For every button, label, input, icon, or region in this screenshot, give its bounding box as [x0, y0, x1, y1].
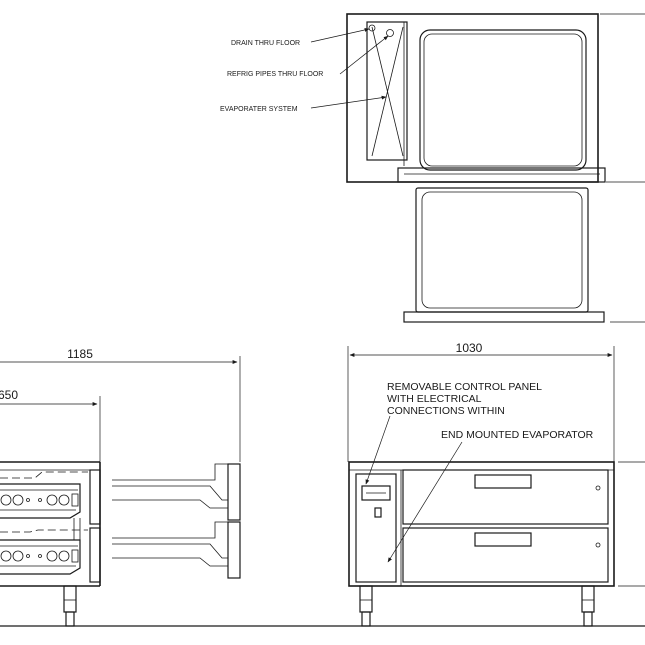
front-view: 1030 REMOVABLE CONTROL PANEL WITH ELECTR… [347, 341, 645, 627]
label-control-panel-line2: WITH ELECTRICAL [387, 393, 482, 405]
side-basket-bottom [0, 539, 81, 575]
label-refrig-pipes: REFRIG PIPES THRU FLOOR [227, 71, 323, 78]
label-drain-thru-floor: DRAIN THRU FLOOR [231, 40, 300, 47]
plan-interior-opening [419, 29, 587, 171]
label-evaporater-system: EVAPORATER SYSTEM [220, 106, 298, 113]
plan-extended-drawer [415, 187, 589, 313]
label-control-panel-line1: REMOVABLE CONTROL PANEL [387, 381, 542, 393]
control-display-icon [361, 485, 391, 501]
front-legs [359, 585, 595, 627]
control-switch-icon [374, 507, 382, 518]
plan-front-ledge [397, 167, 606, 183]
front-cabinet [348, 461, 615, 587]
plan-cabinet-outline [346, 13, 599, 183]
front-drawer-bottom [402, 527, 609, 583]
drawer-bottom-lock-icon [595, 542, 601, 548]
plan-depth-dimension: 650 [642, 86, 645, 106]
side-extended-drawers [112, 463, 241, 579]
plan-evaporator-box [366, 21, 408, 161]
side-basket-top [0, 483, 81, 519]
side-closed-dimension: 650 [0, 388, 18, 402]
side-open-dimension: 1185 [67, 347, 93, 361]
plan-view: 650 DRAIN THRU FLOOR REFRIG PIPES THRU F… [220, 13, 645, 323]
drawer-top-lock-icon [595, 485, 601, 491]
drawer-bottom-handle [474, 532, 532, 547]
label-end-mounted-evaporator: END MOUNTED EVAPORATOR [441, 429, 594, 441]
drawer-top-handle [474, 474, 532, 489]
control-panel [355, 473, 397, 583]
drain-hole-icon [368, 24, 376, 32]
front-width-dimension: 1030 [456, 341, 483, 355]
label-control-panel-line3: CONNECTIONS WITHIN [387, 405, 505, 417]
side-view: 1185 650 [0, 347, 241, 627]
refrig-pipe-hole-icon [386, 29, 394, 37]
front-drawer-top [402, 469, 609, 525]
